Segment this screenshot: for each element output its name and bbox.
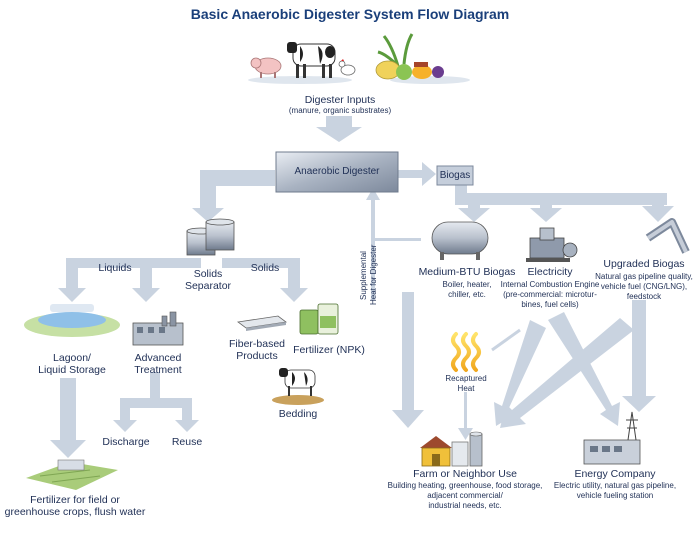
upgraded-sub-3: feedstock [626, 292, 662, 301]
diagram-title: Basic Anaerobic Digester System Flow Dia… [190, 6, 510, 22]
solids-separator-icon [186, 218, 235, 256]
fertilizer-field-label-2: greenhouse crops, flush water [4, 506, 146, 518]
chicken-icon [338, 59, 356, 76]
arrow-digester-to-biogas [398, 162, 436, 186]
recaptured-label-1: Recaptured [445, 374, 487, 383]
fertilizer-npk-label: Fertilizer (NPK) [293, 344, 365, 356]
energy-company-icon [583, 411, 641, 465]
medium-btu-tank-icon [431, 221, 489, 260]
arrow-electricity-to-energy [548, 312, 620, 426]
reuse-label: Reuse [171, 436, 203, 448]
anaerobic-digester-box [275, 151, 399, 193]
arrow-to-fertilizer-npk [280, 258, 308, 302]
farm-sub-2: adjacent commercial/ [427, 491, 503, 500]
arrow-to-medium-btu [458, 193, 490, 222]
arrow-to-electricity [530, 193, 562, 222]
farm-sub-3: industrial needs, etc. [428, 501, 502, 510]
pig-icon [250, 57, 282, 78]
arrow-digester-to-separator [192, 170, 275, 222]
digester-label: Anaerobic Digester [294, 166, 380, 177]
discharge-label: Discharge [102, 436, 150, 448]
electricity-sub-2: (pre-commercial: microtur- [503, 290, 597, 299]
lagoon-icon [24, 304, 120, 337]
arrow-medium-to-farm [392, 292, 424, 428]
supplemental-label-1: Supplemental [359, 251, 368, 300]
energy-sub-2: vehicle fueling station [576, 491, 654, 500]
upgraded-sub-2: vehicle fuel (CNG/LNG), [600, 282, 688, 291]
arrow-upgraded-to-farm [500, 318, 634, 428]
arrow-upgraded-to-energy [622, 300, 656, 412]
field-icon [26, 459, 118, 490]
advanced-treatment-icon [132, 311, 184, 346]
fiber-label-2: Products [236, 350, 278, 362]
electricity-sub-3: bines, fuel cells) [521, 300, 579, 309]
bedding-label: Bedding [278, 408, 318, 420]
medium-btu-sub-2: chiller, etc. [448, 290, 486, 299]
fertilizer-bags-icon [299, 303, 339, 335]
farm-label: Farm or Neighbor Use [413, 468, 517, 480]
farm-buildings-icon [420, 431, 483, 467]
pipe-icon [645, 218, 690, 254]
separator-label-1: Solids [193, 268, 223, 280]
bedding-cow-icon [272, 368, 324, 405]
arrow-electricity-to-farm [494, 320, 546, 426]
inputs-sublabel: (manure, organic substrates) [288, 106, 392, 115]
lagoon-label-2: Liquid Storage [38, 364, 106, 376]
arrow-lagoon-to-field [50, 378, 86, 458]
arrow-to-reuse [175, 398, 199, 432]
cow-icon [287, 42, 336, 78]
energy-label: Energy Company [574, 468, 656, 480]
digester-inputs-illustration [248, 33, 470, 84]
upgraded-sub-1: Natural gas pipeline quality, [595, 272, 693, 281]
medium-btu-sub-1: Boiler, heater, [442, 280, 492, 289]
solids-label: Solids [250, 262, 280, 274]
supplemental-label-2: Heat for Digester [369, 244, 378, 305]
farm-sub-1: Building heating, greenhouse, food stora… [387, 481, 543, 490]
advanced-label-1: Advanced [134, 352, 182, 364]
advanced-label-2: Treatment [134, 364, 182, 376]
electricity-sub-1: Internal Combustion Engine [500, 280, 600, 289]
biogas-box [436, 165, 474, 186]
recaptured-label-2: Heat [457, 384, 475, 393]
upgraded-label: Upgraded Biogas [603, 258, 685, 270]
inputs-label: Digester Inputs [304, 94, 376, 106]
fiber-label-1: Fiber-based [228, 338, 286, 350]
produce-icon [375, 33, 444, 80]
separator-label-2: Separator [184, 280, 232, 292]
fiber-products-icon [236, 315, 288, 331]
lagoon-label-1: Lagoon/ [53, 352, 91, 364]
flow-arrows [50, 116, 674, 458]
arrow-inputs-to-digester [316, 116, 362, 142]
energy-sub-1: Electric utility, natural gas pipeline, [553, 481, 677, 490]
arrow-electricity-to-heat [491, 328, 521, 352]
arrow-to-lagoon [58, 258, 86, 302]
arrow-to-upgraded [642, 193, 674, 222]
liquids-label: Liquids [98, 262, 132, 274]
medium-btu-label: Medium-BTU Biogas [418, 266, 516, 278]
arrow-supplemental-heat [371, 196, 375, 300]
biogas-label: Biogas [439, 170, 471, 181]
arrow-to-discharge [113, 398, 137, 432]
electricity-label: Electricity [527, 266, 573, 278]
engine-icon [526, 227, 578, 262]
fertilizer-field-label-1: Fertilizer for field or [30, 494, 120, 506]
heat-flames-icon [451, 332, 481, 372]
arrow-to-advanced [132, 258, 160, 302]
